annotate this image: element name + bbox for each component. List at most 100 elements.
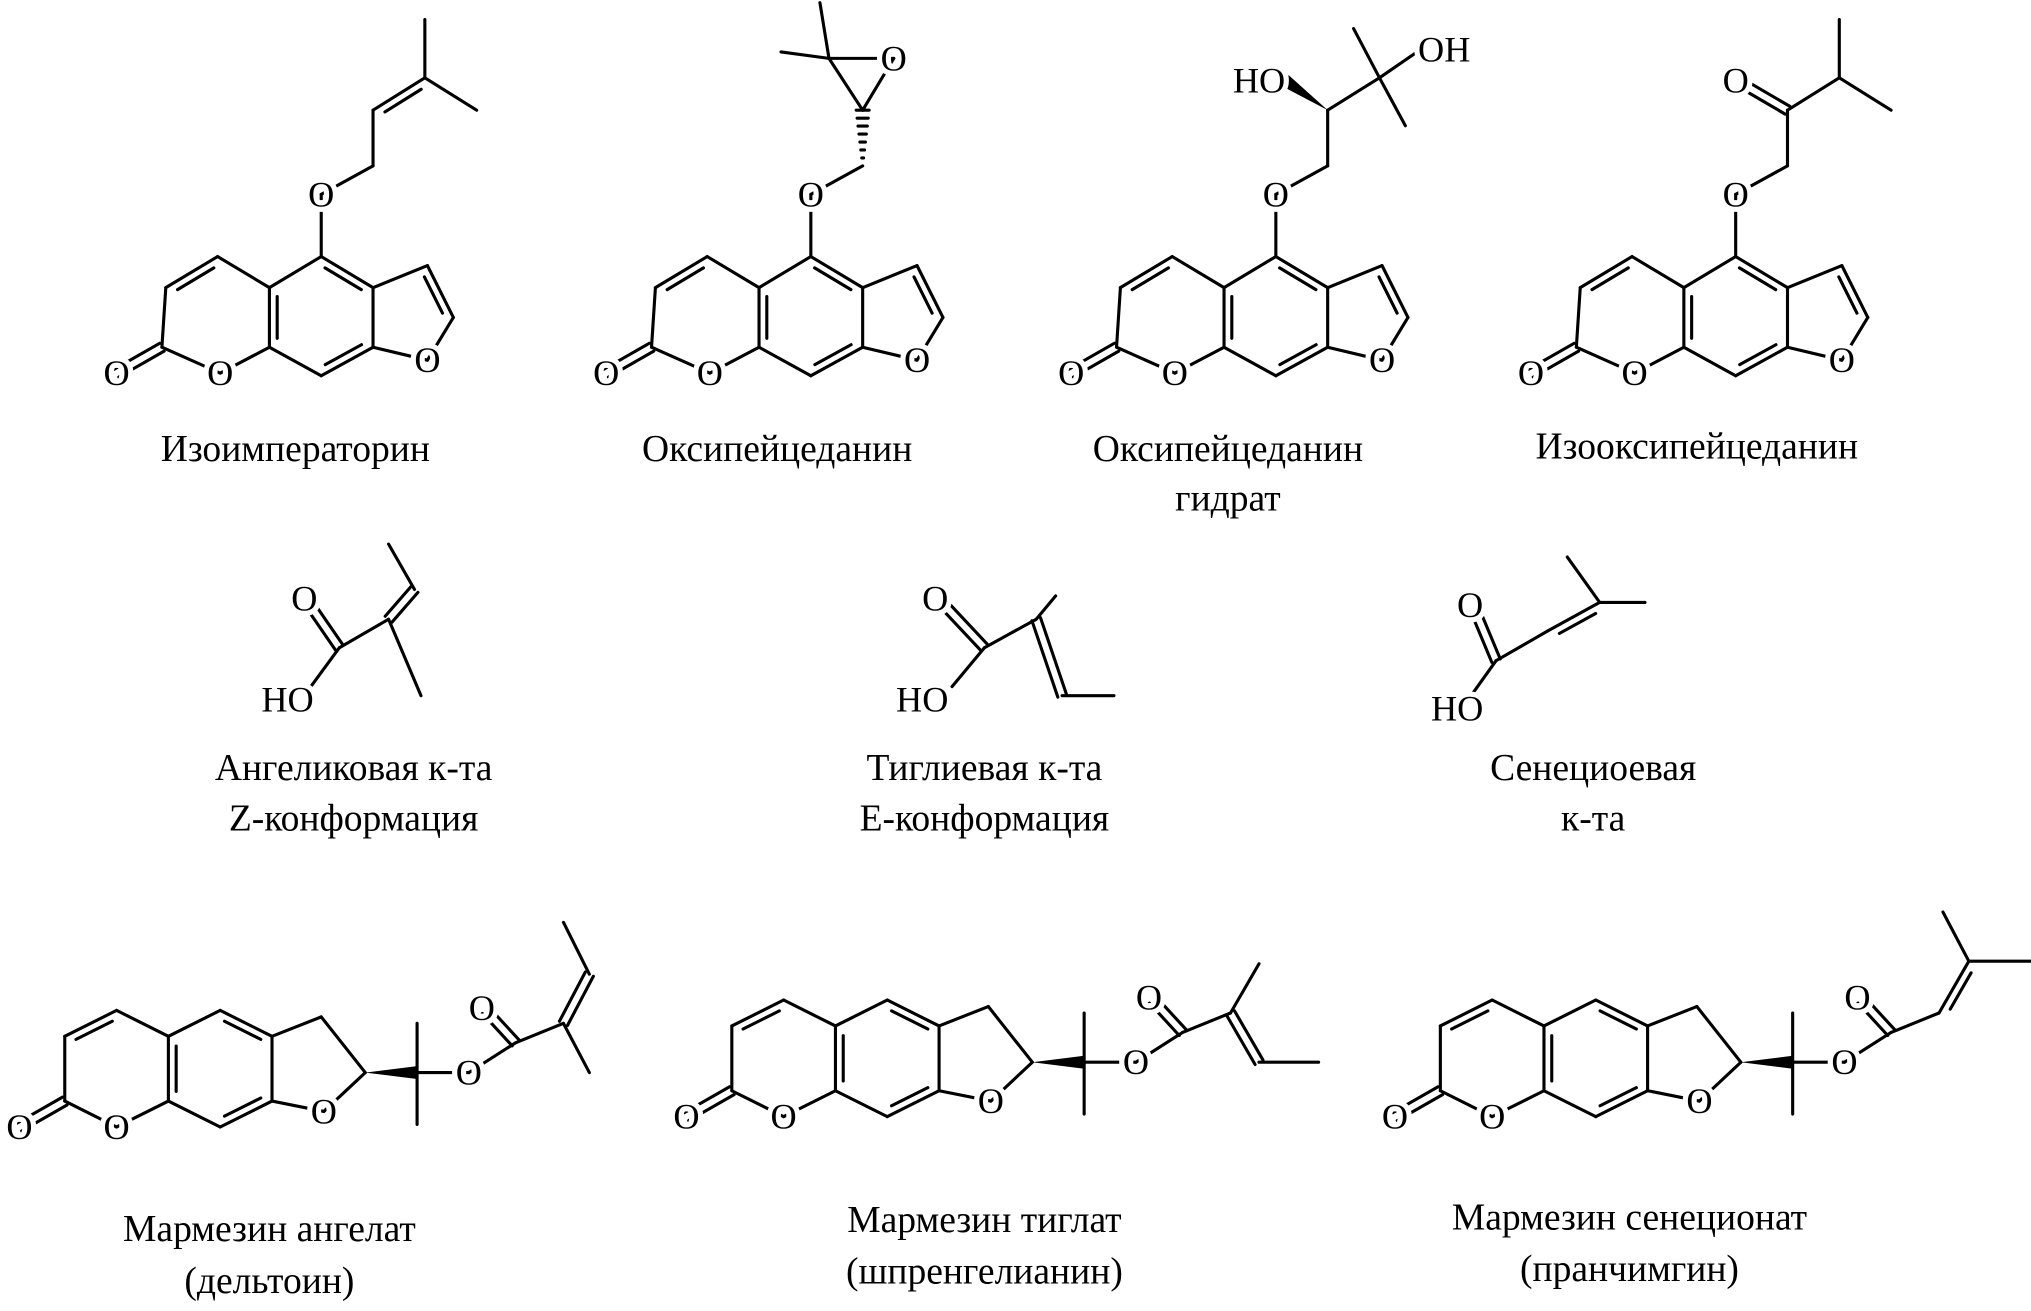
- atom-ho: HO: [1431, 689, 1483, 729]
- bond: [1837, 76, 1893, 112]
- label-isoimperatorin: Изоимператорин: [161, 429, 430, 470]
- bond: [1326, 264, 1384, 290]
- atom-o: O: [1844, 977, 1870, 1017]
- bond: [1181, 1011, 1233, 1034]
- bond: [1531, 349, 1581, 379]
- bond: [1377, 76, 1407, 128]
- bond: [63, 1099, 119, 1129]
- bond: [915, 315, 945, 362]
- atom-o: O: [456, 1053, 482, 1093]
- bond: [827, 56, 865, 112]
- bond: [222, 1096, 263, 1118]
- bond: [705, 254, 761, 290]
- bond: [1574, 286, 1582, 349]
- bond: [1682, 345, 1738, 378]
- bond: [1837, 275, 1859, 315]
- label-marmesin-tiglate: Мармезин тиглат: [847, 1200, 1121, 1241]
- bond: [319, 1015, 367, 1075]
- bond: [1490, 1089, 1546, 1119]
- bond: [166, 1008, 222, 1038]
- bond: [216, 254, 271, 290]
- label-marmesin-tiglate-2: (шпренгелианин): [846, 1252, 1123, 1293]
- label-marmesin-angelate: Мармезин ангелат: [123, 1209, 416, 1250]
- bond: [1856, 1001, 1890, 1038]
- bond: [1274, 164, 1330, 196]
- bond: [1352, 27, 1382, 80]
- bond: [682, 1085, 732, 1115]
- bond: [1633, 345, 1686, 375]
- label-marmesin-angelate-2: (дельтоин): [184, 1261, 354, 1302]
- bond: [319, 254, 375, 290]
- bond: [1697, 1060, 1743, 1103]
- label-marmesin-senecionate: Мармезин сенеционат: [1452, 1197, 1807, 1238]
- bond: [1395, 1093, 1445, 1123]
- bond: [950, 646, 986, 689]
- bond: [1278, 343, 1318, 367]
- bond: [1450, 1009, 1490, 1031]
- label-marmesin-senecionate-2: (пранчимгин): [1520, 1249, 1739, 1290]
- atom-o: O: [1831, 1042, 1857, 1082]
- bond: [561, 920, 591, 976]
- label-senecioic-acid: Сенециоевая: [1490, 748, 1696, 789]
- bond: [1380, 315, 1410, 362]
- atom-o: O: [311, 1091, 337, 1131]
- atom-o: O: [904, 340, 930, 380]
- bond: [425, 264, 455, 319]
- bond: [1737, 266, 1778, 292]
- bond: [1594, 998, 1650, 1028]
- atom-o: O: [1723, 60, 1749, 100]
- atom-o: O: [207, 353, 233, 393]
- bond: [1479, 610, 1502, 661]
- bond: [1380, 264, 1410, 319]
- atom-o: O: [978, 1081, 1004, 1121]
- bond: [912, 275, 934, 315]
- bond: [218, 345, 271, 375]
- wedge-bond: [365, 1066, 418, 1080]
- bond: [1937, 959, 1971, 1015]
- bond: [1889, 1011, 1941, 1034]
- atom-o: O: [1123, 1042, 1149, 1082]
- bond: [649, 286, 657, 349]
- bond: [164, 254, 220, 290]
- bond: [1438, 998, 1494, 1028]
- bond: [1590, 266, 1630, 292]
- bond: [176, 266, 216, 292]
- atom-o: O: [1479, 1097, 1505, 1137]
- bond: [1542, 998, 1598, 1028]
- wedge-bond: [1281, 75, 1328, 111]
- label-oxypeucedanin: Оксипейцеданин: [642, 429, 912, 470]
- bond: [741, 1009, 781, 1031]
- bond: [1598, 1009, 1638, 1031]
- bond: [989, 1060, 1034, 1103]
- atom-o: O: [469, 988, 495, 1028]
- bonds-layer: [15, 1, 2031, 1133]
- bond: [166, 1099, 222, 1129]
- bond: [1468, 659, 1498, 699]
- atom-o: O: [1622, 353, 1648, 393]
- bond: [1114, 345, 1177, 375]
- bond: [467, 1041, 518, 1075]
- bond: [1785, 76, 1841, 112]
- bond: [940, 607, 983, 653]
- bond: [337, 617, 391, 650]
- bond: [1130, 266, 1171, 292]
- bond: [947, 601, 990, 647]
- bond: [1490, 998, 1546, 1028]
- bond: [1594, 1089, 1650, 1119]
- bond: [1154, 995, 1188, 1031]
- bond: [1222, 254, 1278, 290]
- bond: [557, 970, 587, 1023]
- bond: [323, 343, 364, 367]
- label-senecioic-acid-2: к-та: [1561, 798, 1626, 839]
- bond: [63, 1008, 119, 1038]
- bond: [1948, 971, 1973, 1011]
- bond: [371, 345, 429, 362]
- label-isooxypeucedanin: Изооксипейцеданин: [1536, 427, 1859, 468]
- bond: [861, 56, 896, 112]
- atom-o: O: [798, 174, 824, 214]
- bond: [1278, 266, 1318, 292]
- bond: [665, 266, 706, 292]
- atom-o: O: [1518, 353, 1544, 393]
